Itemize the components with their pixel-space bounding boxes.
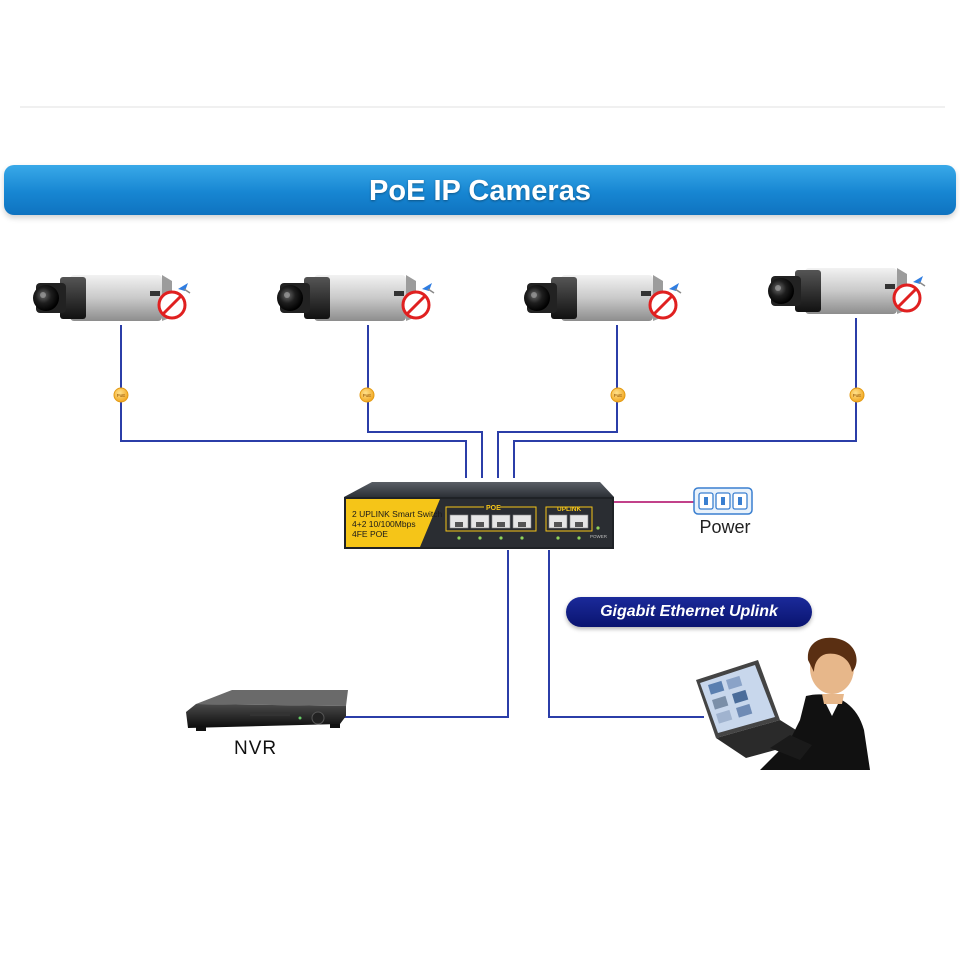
- cable-camera-1: [120, 325, 467, 478]
- switch-power-label: POWER: [590, 534, 608, 539]
- cable-nvr: [340, 550, 509, 718]
- no-power-icon: [648, 283, 682, 320]
- no-power-icon: [892, 276, 926, 313]
- title-banner: [4, 165, 956, 215]
- nvr-device: [186, 690, 348, 731]
- poe-tag-2: PoE: [363, 393, 372, 398]
- switch-model-line3: 4FE POE: [352, 529, 388, 539]
- device-cables: [340, 550, 704, 718]
- poe-dot-2: [359, 387, 375, 403]
- camera-3: [524, 275, 682, 321]
- camera-1: [33, 275, 191, 321]
- poe-dot-3: [610, 387, 626, 403]
- page-title: PoE IP Cameras: [369, 175, 591, 207]
- pc-user-illustration: [696, 637, 870, 770]
- power-label: Power: [699, 517, 751, 537]
- nvr-label: NVR: [234, 738, 278, 759]
- top-divider: [20, 106, 945, 108]
- poe-tag-4: PoE: [853, 393, 862, 398]
- camera-cables: [120, 318, 857, 478]
- power-outlet-icon: [693, 487, 753, 515]
- gigabit-uplink-badge: Gigabit Ethernet Uplink: [566, 597, 812, 627]
- cable-camera-4: [513, 318, 857, 478]
- camera-4: [768, 268, 926, 314]
- poe-tag-1: PoE: [117, 393, 126, 398]
- no-power-icon: [401, 283, 435, 320]
- poe-dot-4: [849, 387, 865, 403]
- cable-camera-3: [497, 325, 618, 478]
- camera-2: [277, 275, 435, 321]
- switch-model-line2: 4+2 10/100Mbps: [352, 519, 416, 529]
- switch-poe-label: POE: [486, 505, 501, 512]
- poe-dot-1: [113, 387, 129, 403]
- cable-uplink-pc: [548, 550, 704, 718]
- switch-model-line1: 2 UPLINK Smart Switch: [352, 509, 443, 519]
- poe-tag-3: PoE: [614, 393, 623, 398]
- poe-switch: POE UPLINK POWER: [344, 482, 614, 549]
- no-power-icon: [157, 283, 191, 320]
- cable-camera-2: [367, 325, 483, 478]
- switch-uplink-label: UPLINK: [557, 506, 582, 513]
